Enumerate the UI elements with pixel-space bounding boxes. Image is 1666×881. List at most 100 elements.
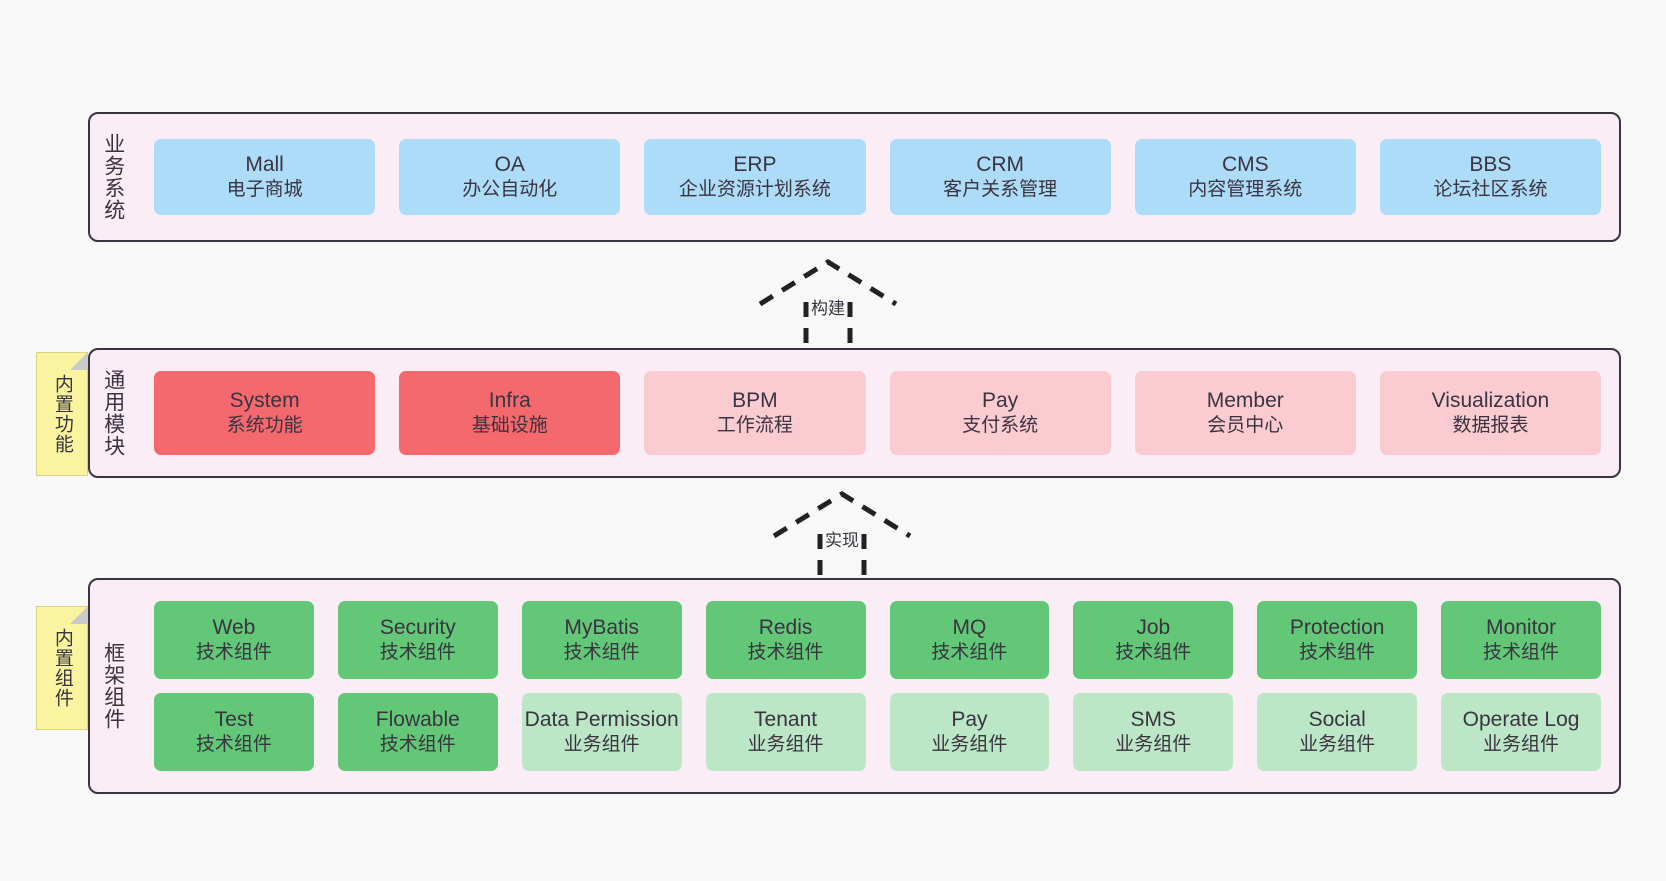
component-box[interactable]: CMS 内容管理系统 <box>1134 139 1356 215</box>
component-box[interactable]: Pay 业务组件 <box>889 693 1050 771</box>
component-box[interactable]: BBS 论坛社区系统 <box>1379 139 1602 215</box>
component-box-subtitle: 业务组件 <box>563 734 640 756</box>
component-box-subtitle: 技术组件 <box>931 642 1008 664</box>
component-box-subtitle: 业务组件 <box>747 734 824 756</box>
component-box-subtitle: 业务组件 <box>931 734 1008 756</box>
component-box-subtitle: 业务组件 <box>1483 734 1560 756</box>
component-box[interactable]: Tenant 业务组件 <box>705 693 866 771</box>
component-box-subtitle: 技术组件 <box>747 642 824 664</box>
component-box-title: OA <box>494 153 525 176</box>
component-box[interactable]: Redis 技术组件 <box>705 601 866 679</box>
arrow-head-triangle <box>758 259 898 307</box>
component-box[interactable]: Protection 技术组件 <box>1257 601 1418 679</box>
component-box[interactable]: CRM 客户关系管理 <box>889 139 1111 215</box>
component-box-title: CRM <box>976 153 1025 176</box>
component-box-subtitle: 技术组件 <box>379 734 456 756</box>
band-label-common-modules: 通用模块 <box>101 369 125 457</box>
component-box-title: CMS <box>1221 153 1269 176</box>
component-box-subtitle: 技术组件 <box>1299 642 1376 664</box>
component-box-title: SMS <box>1130 708 1177 731</box>
component-box-subtitle: 工作流程 <box>716 415 793 437</box>
component-box-title: BBS <box>1469 153 1512 176</box>
component-box[interactable]: BPM 工作流程 <box>644 371 866 455</box>
component-box[interactable]: Member 会员中心 <box>1134 371 1356 455</box>
component-box-title: Test <box>214 708 254 731</box>
component-box-title: Job <box>1136 616 1171 639</box>
component-box[interactable]: Data Permission 业务组件 <box>521 693 682 771</box>
component-box[interactable]: Visualization 数据报表 <box>1379 371 1602 455</box>
component-box-title: Monitor <box>1486 616 1557 639</box>
component-box[interactable]: Web 技术组件 <box>154 601 314 679</box>
arrow-shaft <box>817 534 867 580</box>
component-box-subtitle: 论坛社区系统 <box>1433 179 1548 201</box>
component-box[interactable]: MQ 技术组件 <box>889 601 1050 679</box>
arrow-head-triangle <box>772 491 912 539</box>
component-box-subtitle: 技术组件 <box>195 642 272 664</box>
sticky-note-label: 内置组件 <box>51 628 73 708</box>
component-box[interactable]: Job 技术组件 <box>1073 601 1234 679</box>
component-box-title: Flowable <box>375 708 460 731</box>
component-box-title: Member <box>1206 389 1284 412</box>
component-box-title: Social <box>1308 708 1366 731</box>
component-box-subtitle: 数据报表 <box>1452 415 1529 437</box>
component-box-title: Web <box>212 616 256 639</box>
component-box-title: Visualization <box>1431 389 1550 412</box>
component-box-title: Protection <box>1289 616 1385 639</box>
component-box[interactable]: System 系统功能 <box>154 371 376 455</box>
sticky-note-label: 内置功能 <box>51 374 73 454</box>
sticky-note-builtin-function: 内置功能 <box>36 352 88 476</box>
component-box-title: Tenant <box>754 708 818 731</box>
component-box-subtitle: 客户关系管理 <box>943 179 1058 201</box>
component-box-subtitle: 内容管理系统 <box>1188 179 1303 201</box>
arrow-label-implement: 实现 <box>825 531 859 550</box>
component-box-title: Pay <box>951 708 988 731</box>
component-box-title: Infra <box>488 389 531 412</box>
component-box[interactable]: Test 技术组件 <box>154 693 314 771</box>
component-box-subtitle: 业务组件 <box>1115 734 1192 756</box>
component-box-subtitle: 技术组件 <box>1115 642 1192 664</box>
component-box-subtitle: 技术组件 <box>195 734 272 756</box>
component-box[interactable]: Monitor 技术组件 <box>1441 601 1601 679</box>
component-box-subtitle: 系统功能 <box>226 415 303 437</box>
arrow-label-build: 构建 <box>811 299 845 318</box>
component-box-title: MQ <box>952 616 987 639</box>
band-label-business-systems: 业务系统 <box>101 133 125 221</box>
component-box-title: Data Permission <box>524 708 679 731</box>
sticky-note-builtin-component: 内置组件 <box>36 606 88 730</box>
component-box-subtitle: 技术组件 <box>1483 642 1560 664</box>
component-box-subtitle: 支付系统 <box>962 415 1039 437</box>
component-box[interactable]: OA 办公自动化 <box>399 139 621 215</box>
component-box[interactable]: Flowable 技术组件 <box>337 693 498 771</box>
component-box-subtitle: 办公自动化 <box>462 179 558 201</box>
component-box-subtitle: 基础设施 <box>471 415 548 437</box>
arrow-shaft <box>803 302 853 348</box>
component-box-title: Redis <box>758 616 813 639</box>
component-box-subtitle: 技术组件 <box>563 642 640 664</box>
component-box-title: BPM <box>732 389 778 412</box>
component-box-title: System <box>229 389 300 412</box>
component-box-title: Security <box>379 616 456 639</box>
component-box[interactable]: SMS 业务组件 <box>1073 693 1234 771</box>
component-box-subtitle: 业务组件 <box>1299 734 1376 756</box>
component-box-subtitle: 会员中心 <box>1207 415 1284 437</box>
component-box-subtitle: 企业资源计划系统 <box>678 179 831 201</box>
component-box[interactable]: Infra 基础设施 <box>399 371 621 455</box>
component-box[interactable]: Social 业务组件 <box>1257 693 1418 771</box>
